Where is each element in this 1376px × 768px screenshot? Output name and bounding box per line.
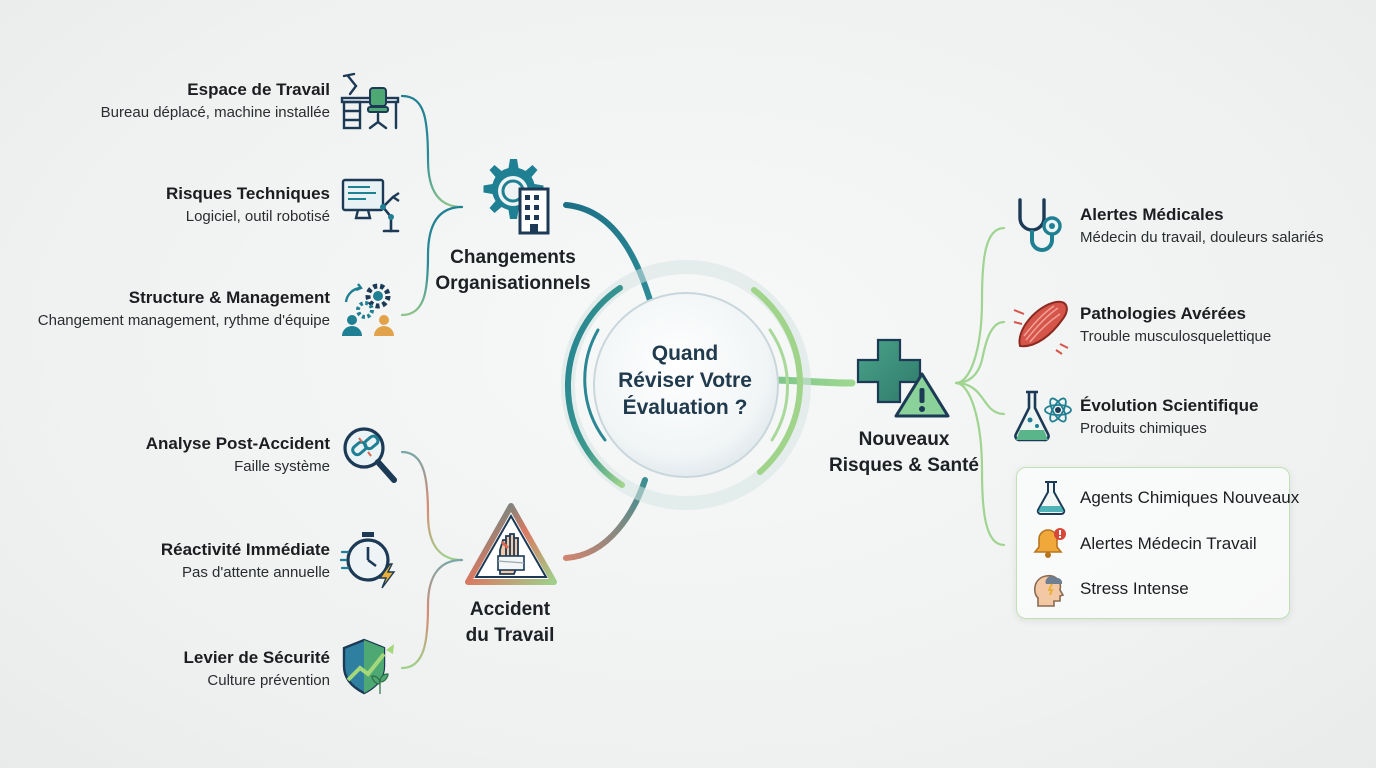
item-subtitle: Bureau déplacé, machine installée xyxy=(100,104,330,121)
desk-chair-icon xyxy=(340,70,400,132)
stethoscope-icon xyxy=(1012,196,1072,256)
box-item-doctor-alerts: Alertes Médecin Travail xyxy=(1080,534,1257,553)
item-title: Analyse Post-Accident xyxy=(145,434,330,453)
org-item-workspace: Espace de Travail Bureau déplacé, machin… xyxy=(10,80,330,121)
stopwatch-lightning-icon xyxy=(338,530,400,590)
item-subtitle: Culture prévention xyxy=(207,672,330,689)
org-item-technical: Risques Techniques Logiciel, outil robot… xyxy=(10,184,330,225)
item-subtitle: Trouble musculosquelettique xyxy=(1080,328,1272,345)
risk-item-science: Évolution Scientifique Produits chimique… xyxy=(1080,396,1376,437)
hub-label-accident: Accident du Travail xyxy=(465,599,555,646)
item-subtitle: Médecin du travail, douleurs salariés xyxy=(1080,229,1324,246)
item-title: Pathologies Avérées xyxy=(1080,304,1246,323)
accident-item-lever: Levier de Sécurité Culture prévention xyxy=(10,648,330,689)
org-item-structure: Structure & Management Changement manage… xyxy=(10,288,330,329)
accident-item-reactivity: Réactivité Immédiate Pas d'attente annue… xyxy=(10,540,330,581)
item-subtitle: Produits chimiques xyxy=(1080,420,1207,437)
shield-growth-icon xyxy=(340,636,400,696)
item-subtitle: Logiciel, outil robotisé xyxy=(185,208,330,225)
hub-label-risks: Nouveaux Risques & Santé xyxy=(829,429,979,476)
flask-atom-icon xyxy=(1012,386,1074,446)
magnifier-broken-chain-icon xyxy=(340,424,400,486)
item-title: Espace de Travail xyxy=(187,80,330,99)
hub-label-org: Changements Organisationnels xyxy=(435,247,591,294)
item-title: Réactivité Immédiate xyxy=(160,540,330,559)
box-item-chemical-agents: Agents Chimiques Nouveaux xyxy=(1080,488,1300,507)
item-subtitle: Changement management, rythme d'équipe xyxy=(37,312,330,329)
flask-icon xyxy=(1034,480,1068,516)
gears-team-icon xyxy=(340,280,400,340)
bandaged-hand-warning-icon xyxy=(464,502,558,588)
item-subtitle: Faille système xyxy=(234,458,330,475)
center-title: Quand Réviser Votre Évaluation ? xyxy=(618,342,752,419)
risk-item-pathologies: Pathologies Avérées Trouble musculosquel… xyxy=(1080,304,1376,345)
risk-item-medical-alerts: Alertes Médicales Médecin du travail, do… xyxy=(1080,205,1376,246)
item-title: Évolution Scientifique xyxy=(1080,396,1259,415)
gear-building-icon xyxy=(470,155,556,237)
item-title: Structure & Management xyxy=(128,288,330,307)
alarm-bell-icon xyxy=(1032,526,1068,560)
box-item-stress: Stress Intense xyxy=(1080,579,1189,598)
center-node xyxy=(561,260,811,510)
item-title: Levier de Sécurité xyxy=(183,648,330,667)
item-title: Risques Techniques xyxy=(165,184,330,203)
item-title: Alertes Médicales xyxy=(1080,205,1224,224)
medical-cross-warning-icon xyxy=(856,336,952,420)
monitor-robot-arm-icon xyxy=(340,177,402,235)
accident-item-analysis: Analyse Post-Accident Faille système xyxy=(10,434,330,475)
head-storm-cloud-icon xyxy=(1030,568,1070,608)
item-subtitle: Pas d'attente annuelle xyxy=(182,564,330,581)
muscle-icon xyxy=(1012,296,1072,356)
